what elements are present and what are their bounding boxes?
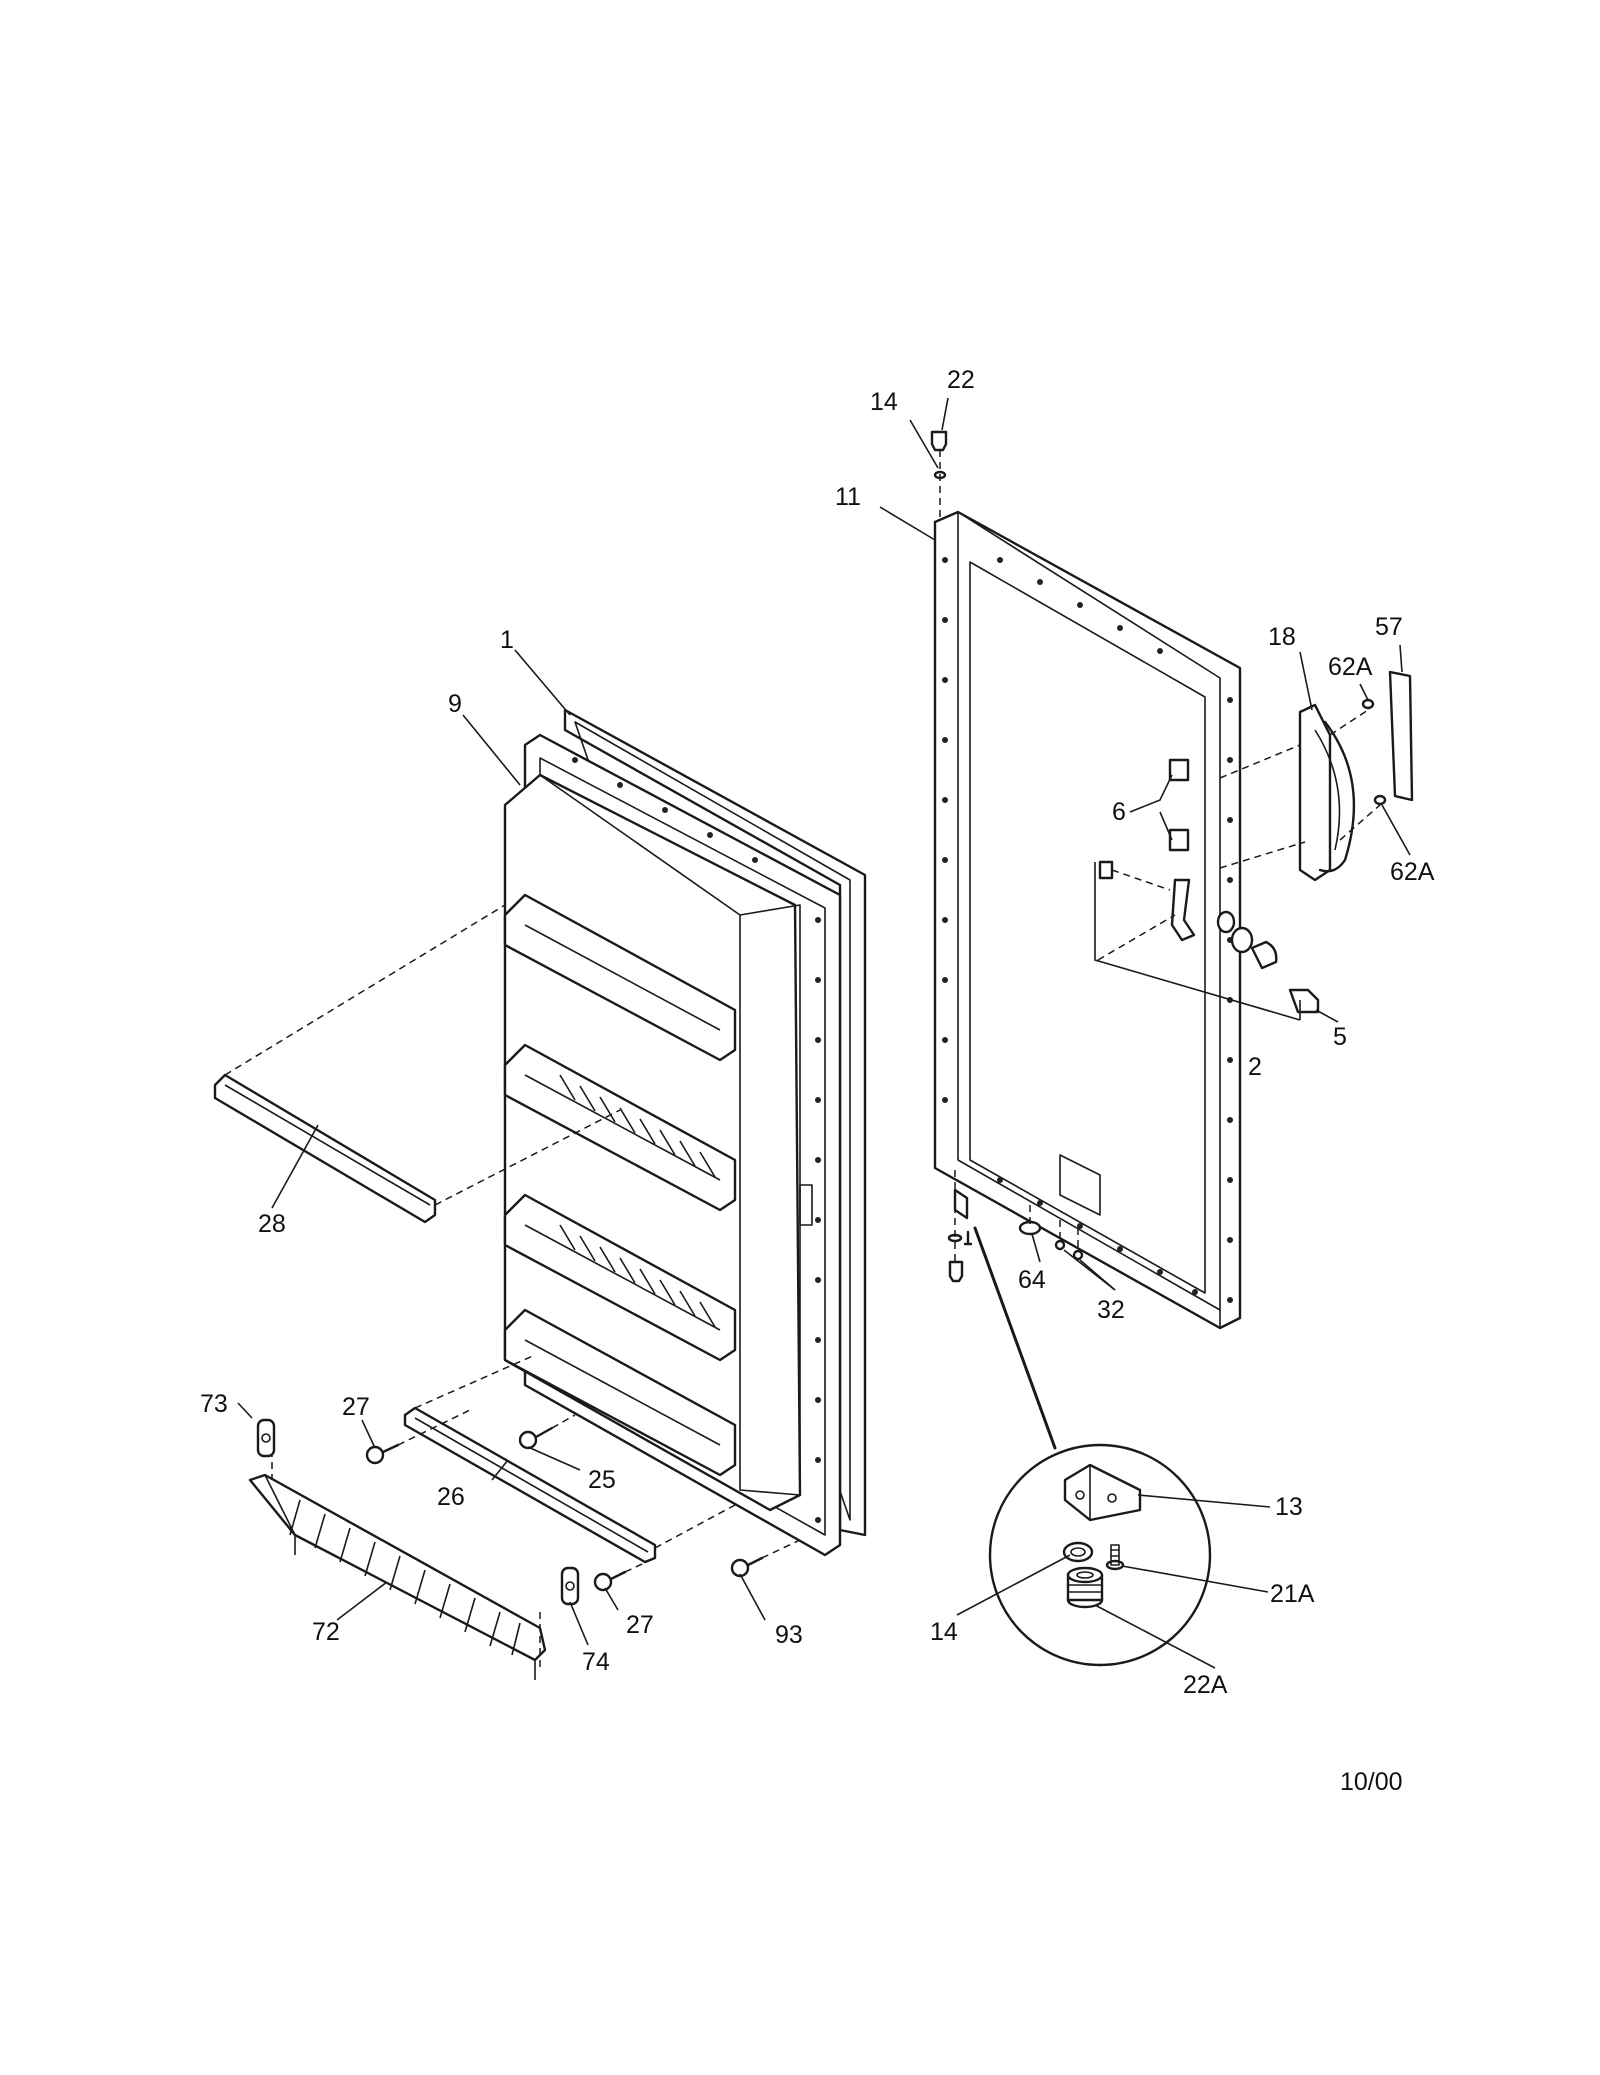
callout-14-detail: 14: [930, 1618, 958, 1646]
callout-93: 93: [775, 1621, 803, 1649]
callout-14-top: 14: [870, 388, 898, 416]
callout-9: 9: [448, 690, 462, 718]
outer-door-panel-11: [933, 510, 1242, 1330]
hinge-bracket-13: [1063, 1463, 1142, 1522]
callout-62a-top: 62A: [1328, 653, 1373, 681]
door-shelves: [503, 893, 737, 1477]
callout-72: 72: [312, 1618, 340, 1646]
screw-21a: [1105, 1544, 1125, 1571]
shelf-bar-28: [213, 904, 621, 1224]
hinge-pin-22a: [1066, 1566, 1104, 1609]
callout-21a: 21A: [1270, 1580, 1315, 1608]
screw-27-top: [365, 1443, 400, 1465]
screw-25: [518, 1426, 554, 1450]
panel-screw-holes: [942, 557, 1233, 1303]
liner-screw-holes: [572, 757, 821, 1523]
callout-32: 32: [1097, 1296, 1125, 1324]
callout-22a: 22A: [1183, 1671, 1228, 1699]
callout-62a-bottom: 62A: [1390, 858, 1435, 886]
lock-assembly: [1094, 758, 1320, 1021]
callout-64: 64: [1018, 1266, 1046, 1294]
bottom-bar-26: [403, 1354, 736, 1564]
hinge-detail-circle: [973, 1226, 1212, 1667]
leader-lines: [237, 397, 1411, 1669]
callout-18: 18: [1268, 623, 1296, 651]
callout-28: 28: [258, 1210, 286, 1238]
callout-5: 5: [1333, 1023, 1347, 1051]
top-hinge-parts: [930, 430, 948, 520]
screw-93: [730, 1556, 764, 1578]
callout-26: 26: [437, 1483, 465, 1511]
callout-73: 73: [200, 1390, 228, 1418]
callout-22: 22: [947, 366, 975, 394]
date-code: 10/00: [1340, 1768, 1403, 1796]
callout-13: 13: [1275, 1493, 1303, 1521]
screw-27-bottom: [593, 1570, 627, 1592]
callout-27-bottom: 27: [626, 1611, 654, 1639]
callout-11: 11: [835, 483, 861, 511]
handle-trim-57: [1388, 670, 1414, 802]
callout-2: 2: [1248, 1053, 1262, 1081]
door-handle-18: [1298, 703, 1356, 882]
callout-1: 1: [500, 626, 514, 654]
callout-57: 57: [1375, 613, 1403, 641]
basket-clip-73: [256, 1418, 276, 1458]
bottom-hinge-parts: [947, 1170, 1084, 1283]
basket-clip-74: [560, 1566, 580, 1606]
door-basket-72: [248, 1450, 547, 1680]
callout-25: 25: [588, 1466, 616, 1494]
hinge-pin-22: [930, 430, 948, 452]
callout-labels: 1 9 28 27 25 26 73 72 74 27 93 14 22 11 …: [200, 366, 1435, 1796]
callout-27-top: 27: [342, 1393, 370, 1421]
callout-6: 6: [1112, 798, 1126, 826]
callout-74: 74: [582, 1648, 610, 1676]
handle-screws-62a: [1361, 698, 1387, 806]
washer-14-detail: [1062, 1541, 1094, 1563]
